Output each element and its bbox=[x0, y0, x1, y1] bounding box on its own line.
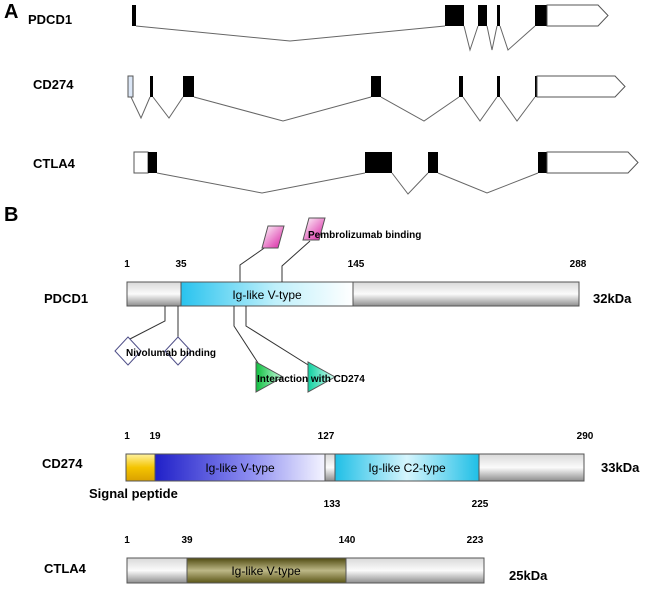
gene-label-cd274: CD274 bbox=[33, 77, 74, 92]
cd274-interaction-site: Interaction with CD274 bbox=[233, 306, 365, 393]
connector-line bbox=[281, 240, 311, 282]
exon bbox=[478, 5, 487, 26]
interaction-marker bbox=[255, 361, 285, 393]
gene-structure-ctla4 bbox=[133, 151, 639, 195]
molecular-weight: 32kDa bbox=[593, 291, 632, 306]
gene-structure-cd274 bbox=[127, 75, 626, 122]
panel-label-b: B bbox=[4, 204, 18, 226]
signal-peptide-domain bbox=[125, 453, 156, 482]
position-label: 1 bbox=[124, 535, 130, 546]
position-label: 127 bbox=[318, 431, 335, 442]
connector-line bbox=[127, 306, 166, 341]
connector-line bbox=[239, 243, 271, 282]
exon bbox=[428, 152, 438, 173]
protein-ctla4: Ig-like V-type 1 39 140 223 25kDa bbox=[124, 535, 548, 584]
exon bbox=[445, 5, 464, 26]
interaction-marker bbox=[307, 361, 337, 393]
exon bbox=[497, 5, 500, 26]
nivolumab-marker bbox=[114, 336, 142, 366]
intron bbox=[130, 96, 151, 120]
protein-pdcd1: Ig-like V-type 1 35 145 288 32kDa Pembro… bbox=[114, 217, 632, 393]
position-label: 145 bbox=[348, 259, 365, 270]
position-label: 223 bbox=[467, 535, 484, 546]
exon bbox=[497, 76, 500, 97]
nivolumab-marker bbox=[164, 336, 192, 366]
pembrolizumab-marker bbox=[261, 225, 285, 249]
exon bbox=[132, 5, 136, 26]
intron bbox=[152, 96, 184, 119]
exon bbox=[535, 76, 537, 97]
intron bbox=[463, 25, 479, 52]
intron bbox=[193, 96, 372, 122]
ig-c2-domain bbox=[334, 453, 480, 482]
pembrolizumab-binding-site: Pembrolizumab binding bbox=[239, 217, 421, 282]
pembrolizumab-marker bbox=[302, 217, 326, 241]
intron bbox=[499, 25, 536, 51]
pembrolizumab-label: Pembrolizumab binding bbox=[308, 230, 421, 241]
exon bbox=[365, 152, 392, 173]
exon bbox=[150, 76, 153, 97]
position-label: 1 bbox=[124, 259, 130, 270]
position-label: 288 bbox=[570, 259, 587, 270]
domain-label: Ig-like V-type bbox=[232, 288, 302, 302]
gene-label-pdcd1: PDCD1 bbox=[28, 12, 72, 27]
utr-5prime bbox=[133, 151, 149, 174]
nivolumab-binding-site: Nivolumab binding bbox=[114, 306, 216, 366]
position-label: 19 bbox=[149, 431, 161, 442]
exon bbox=[535, 5, 547, 26]
panel-label-a: A bbox=[4, 1, 18, 23]
domain-label: Ig-like V-type bbox=[231, 564, 301, 578]
protein-label-ctla4: CTLA4 bbox=[44, 561, 87, 576]
position-label: 35 bbox=[175, 259, 187, 270]
position-label: 140 bbox=[339, 535, 356, 546]
molecular-weight: 25kDa bbox=[509, 568, 548, 583]
exon bbox=[148, 152, 157, 173]
position-label: 290 bbox=[577, 431, 594, 442]
utr-3prime bbox=[536, 75, 626, 98]
domain-label: Ig-like V-type bbox=[205, 461, 275, 475]
intron bbox=[391, 172, 429, 195]
exon bbox=[459, 76, 463, 97]
ig-v-domain bbox=[154, 453, 326, 482]
signal-peptide-label: Signal peptide bbox=[89, 486, 178, 501]
protein-label-pdcd1: PDCD1 bbox=[44, 291, 88, 306]
nivolumab-label: Nivolumab binding bbox=[126, 348, 216, 359]
utr-5prime bbox=[127, 75, 134, 98]
intron bbox=[462, 96, 498, 122]
intron bbox=[156, 172, 366, 194]
ig-v-domain bbox=[186, 557, 347, 584]
connector-line bbox=[233, 306, 261, 367]
intron bbox=[437, 172, 539, 194]
position-label: 225 bbox=[472, 499, 489, 510]
interaction-label: Interaction with CD274 bbox=[257, 374, 365, 385]
molecular-weight: 33kDa bbox=[601, 460, 640, 475]
position-label: 1 bbox=[124, 431, 130, 442]
exon bbox=[371, 76, 381, 97]
position-label: 39 bbox=[181, 535, 193, 546]
ig-v-domain bbox=[180, 281, 354, 307]
intron bbox=[380, 96, 460, 122]
intron bbox=[486, 25, 498, 51]
utr-3prime bbox=[546, 4, 609, 27]
exon bbox=[538, 152, 547, 173]
intron bbox=[135, 25, 446, 42]
protein-label-cd274: CD274 bbox=[42, 456, 83, 471]
connector-line bbox=[245, 306, 314, 369]
exon bbox=[183, 76, 194, 97]
position-label: 133 bbox=[324, 499, 341, 510]
utr-3prime bbox=[546, 151, 639, 174]
gene-label-ctla4: CTLA4 bbox=[33, 156, 76, 171]
gene-structure-pdcd1 bbox=[132, 4, 609, 52]
intron bbox=[499, 96, 536, 122]
protein-cd274: Ig-like V-type Ig-like C2-type 1 19 127 … bbox=[89, 431, 640, 510]
domain-label: Ig-like C2-type bbox=[368, 461, 446, 475]
